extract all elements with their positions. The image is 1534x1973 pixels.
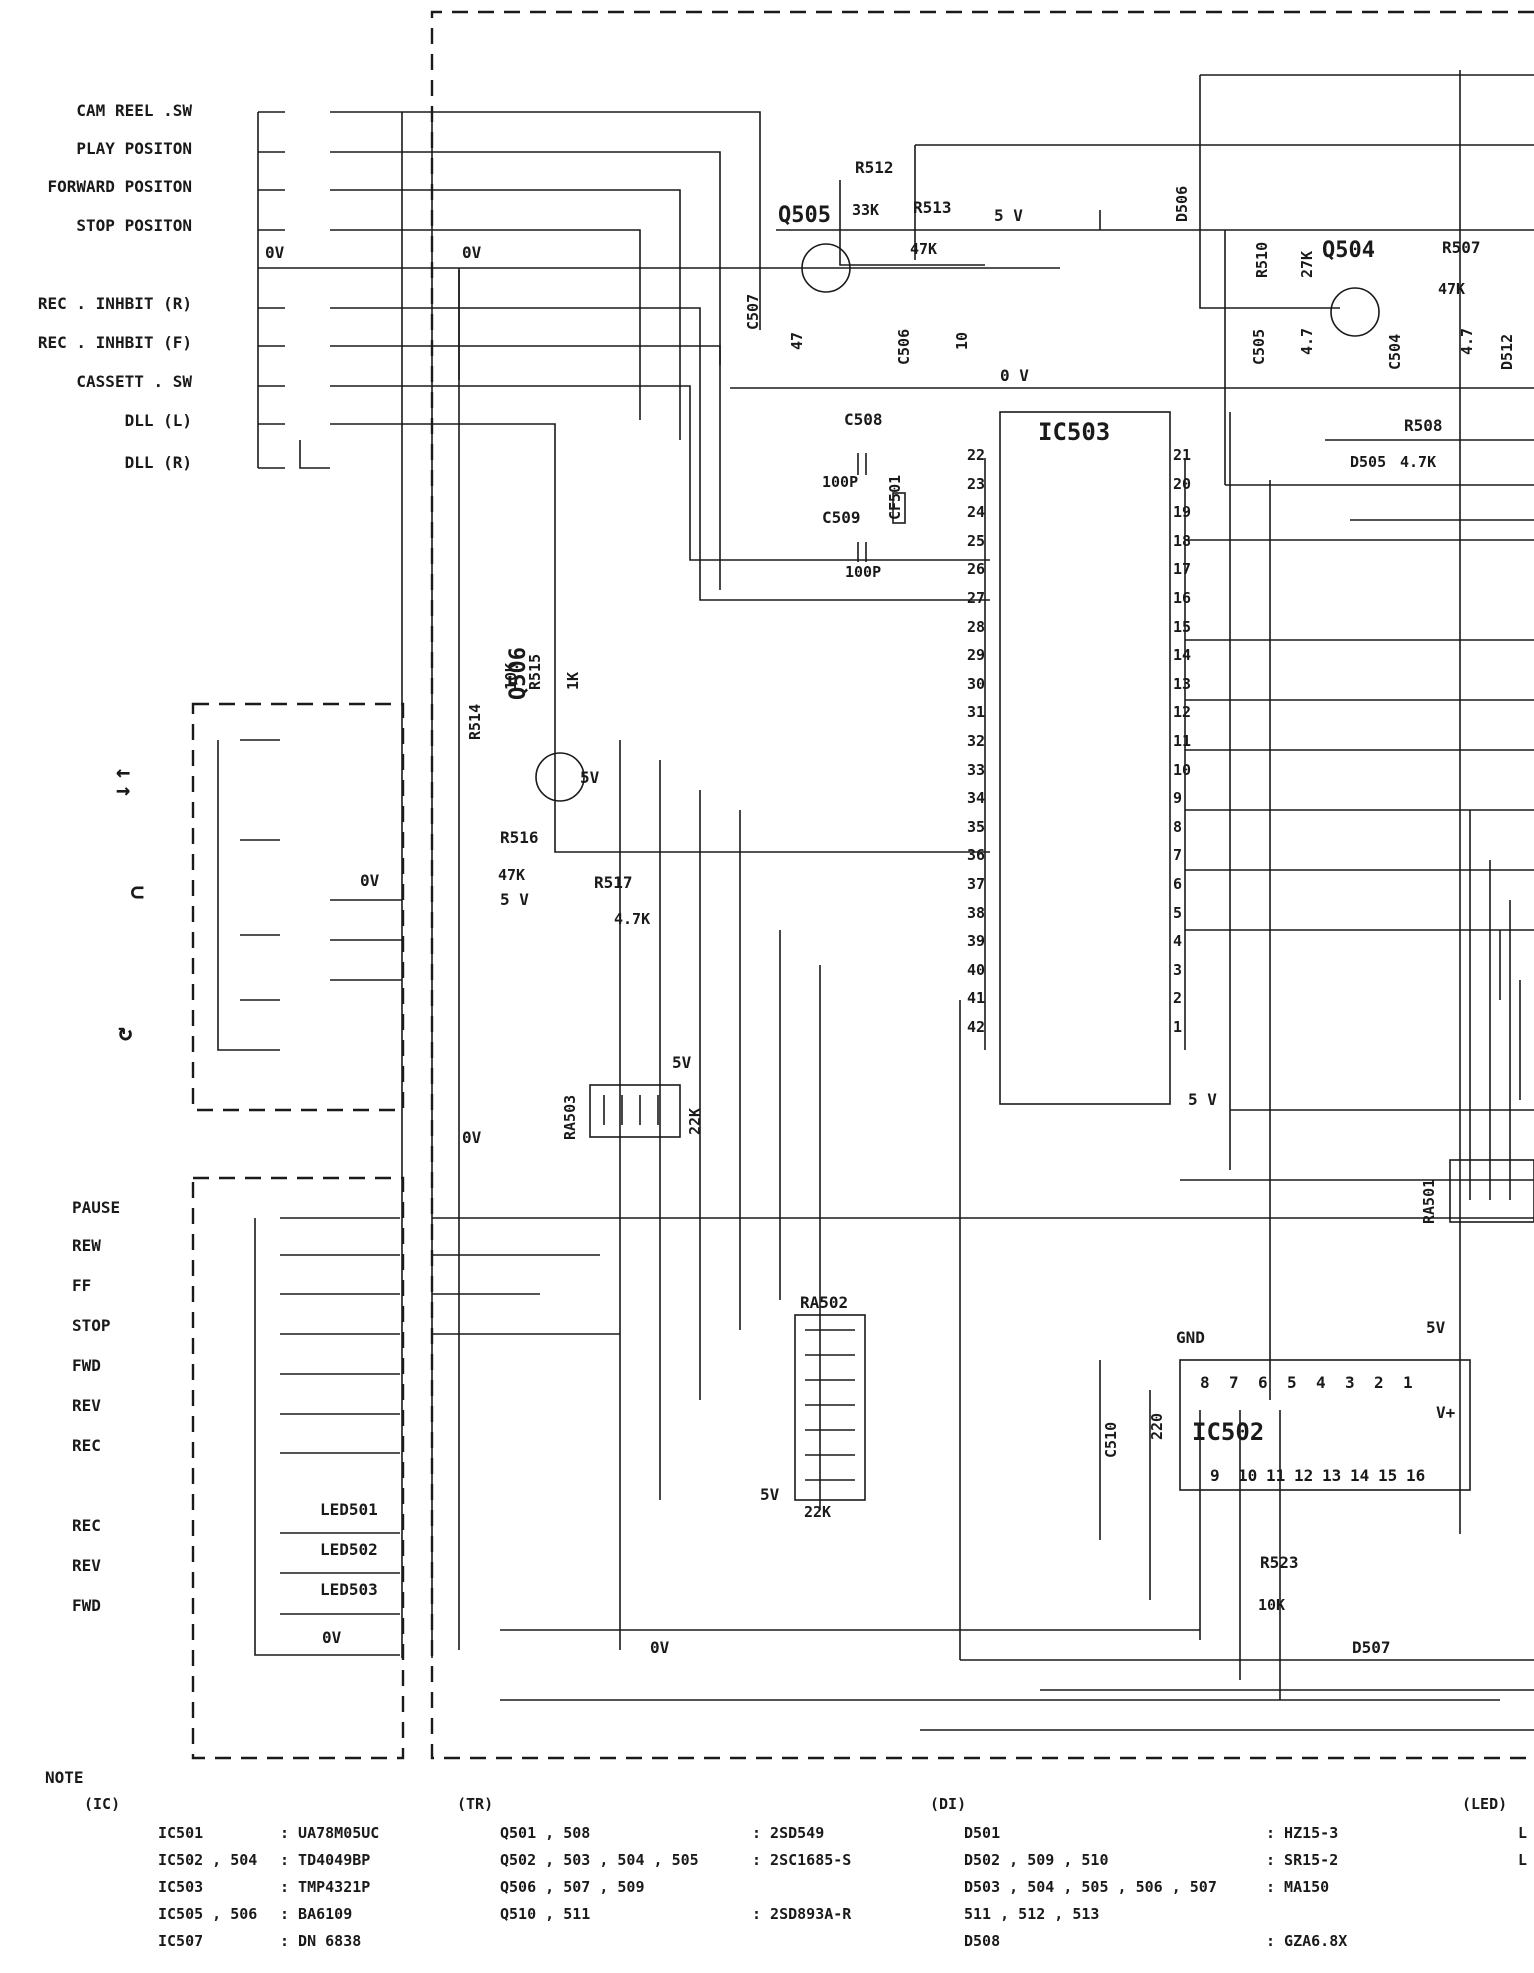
ra503-elements: [603, 1095, 659, 1125]
ic503-pin-leads: [984, 458, 1186, 1050]
ic503-body: [999, 411, 1171, 1105]
top-switch-wires: [257, 111, 1060, 853]
key-switch-wires: [254, 1217, 1534, 1656]
top-circuit-wires: [730, 70, 1534, 1534]
q506-symbol: [535, 752, 585, 802]
lower-wires: [500, 740, 1534, 1731]
ra503-body: [589, 1084, 681, 1138]
mode-switch-panel: [191, 702, 405, 1112]
ra502-body: [794, 1314, 866, 1501]
main-board-outline: [430, 10, 1534, 1760]
q505-symbol: [801, 243, 851, 293]
ra502-elements: [805, 1329, 855, 1481]
cf501-body: [892, 492, 906, 524]
ra501-body: [1449, 1159, 1534, 1223]
key-panel: [191, 1176, 405, 1760]
bus-wire: [401, 112, 460, 1658]
q504-symbol: [1330, 287, 1380, 337]
c508-symbol: [857, 453, 867, 562]
ic502-body: [1179, 1359, 1471, 1491]
right-side-wires: [1185, 539, 1534, 1200]
mode-switch-wires: [217, 739, 402, 1051]
